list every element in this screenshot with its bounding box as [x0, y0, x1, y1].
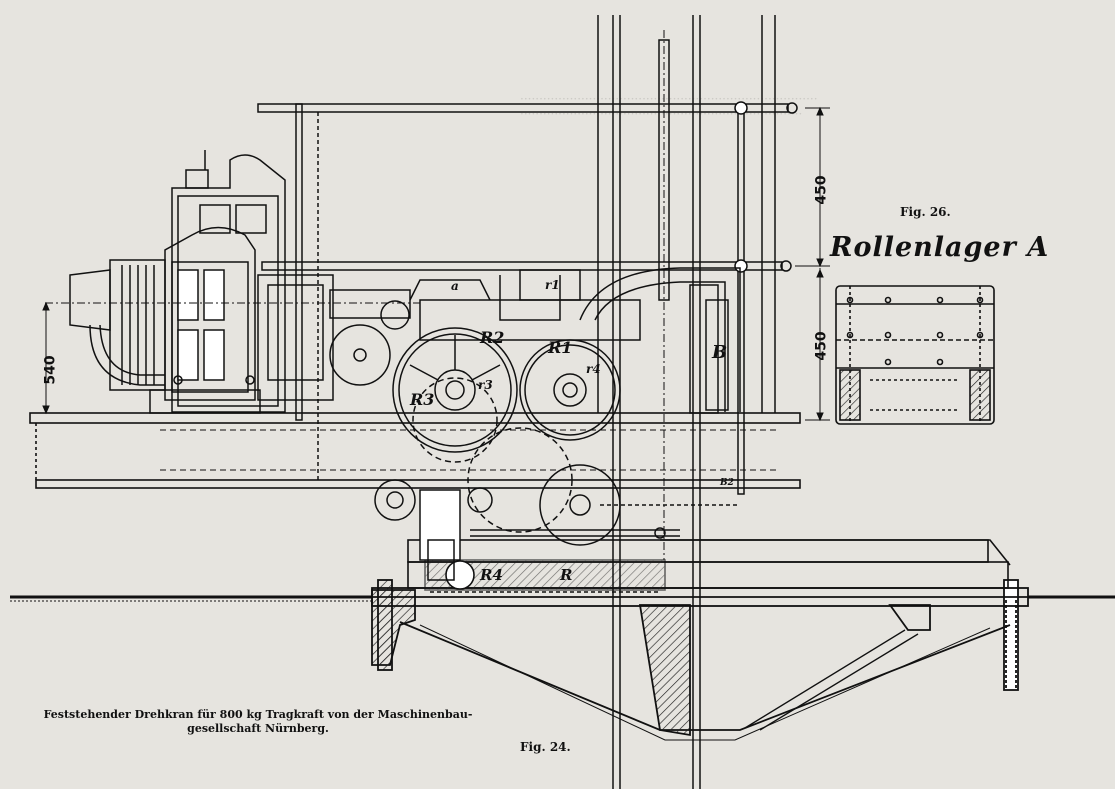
label-R1: R1	[548, 338, 573, 357]
fig26-label: Fig. 26.	[900, 205, 951, 219]
dimension-lines	[42, 106, 830, 422]
dimension-450-bottom: 450	[813, 331, 830, 361]
electric-motor	[45, 150, 420, 414]
control-rods	[257, 101, 798, 495]
label-a: a	[451, 279, 459, 293]
label-r1: r1	[545, 278, 560, 292]
label-R: R	[560, 566, 573, 584]
ground-line	[10, 595, 1115, 602]
label-R4: R4	[480, 566, 503, 584]
gearbox	[257, 267, 741, 414]
dimension-450-top: 450	[813, 175, 830, 205]
fig26-title: Rollenlager A	[830, 232, 1050, 263]
dimension-540: 540	[42, 355, 59, 385]
fig26-bearing	[835, 285, 995, 425]
label-r3: r3	[478, 378, 493, 392]
fig24-label: Fig. 24.	[520, 740, 571, 754]
label-B2: B2	[720, 478, 734, 488]
label-R3: R3	[410, 390, 435, 409]
label-r4: r4	[586, 362, 601, 376]
gear-wheels	[329, 300, 740, 581]
deck-plates	[29, 412, 801, 489]
label-R2: R2	[480, 328, 505, 347]
caption-main: Feststehender Drehkran für 800 kg Tragkr…	[43, 708, 473, 735]
label-B: B	[712, 342, 728, 363]
turntable	[407, 539, 1011, 593]
